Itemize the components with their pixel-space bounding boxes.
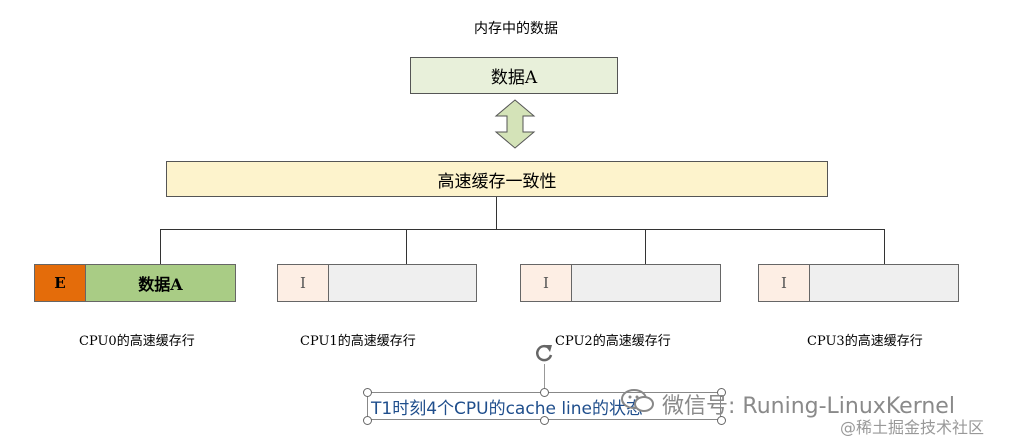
connector-bus [160,229,884,230]
cpu3-data-cell [809,264,959,302]
cache-coherence-box: 高速缓存一致性 [166,161,828,197]
cpu1-data-cell [328,264,477,302]
watermark-wechat: 微信号: Runing-LinuxKernel [662,394,955,419]
cpu0-state-cell: E [34,264,86,302]
cpu1-label: CPU1的高速缓存行 [300,334,416,349]
resize-handle-top[interactable] [540,388,549,397]
rotate-handle-stem [544,364,545,392]
connector-cpu3 [884,229,885,264]
resize-handle-bottom-left[interactable] [363,416,372,425]
cpu3-state-cell: I [758,264,810,302]
cpu2-label: CPU2的高速缓存行 [555,334,671,349]
cpu2-state-cell: I [520,264,572,302]
connector-cpu1 [406,229,407,264]
connector-cpu0 [160,229,161,264]
cpu0-label: CPU0的高速缓存行 [79,334,195,349]
connector-trunk [496,197,497,229]
rotate-handle-icon[interactable] [533,342,555,364]
resize-handle-bottom-right[interactable] [717,416,726,425]
resize-handle-top-left[interactable] [363,388,372,397]
cpu1-state-cell: I [277,264,329,302]
resize-handle-top-right[interactable] [717,388,726,397]
connector-cpu2 [645,229,646,264]
memory-title: 内存中的数据 [474,21,558,37]
cpu2-data-cell [571,264,721,302]
memory-data-box: 数据A [410,57,618,94]
cpu3-label: CPU3的高速缓存行 [807,334,923,349]
caption-text[interactable]: T1时刻4个CPU的cache line的状态 [371,399,644,419]
wechat-icon [621,389,654,412]
cpu0-data-cell: 数据A [85,264,236,302]
resize-handle-bottom[interactable] [540,416,549,425]
double-arrow-icon [494,99,536,149]
watermark-site: @稀土掘金技术社区 [840,418,985,437]
